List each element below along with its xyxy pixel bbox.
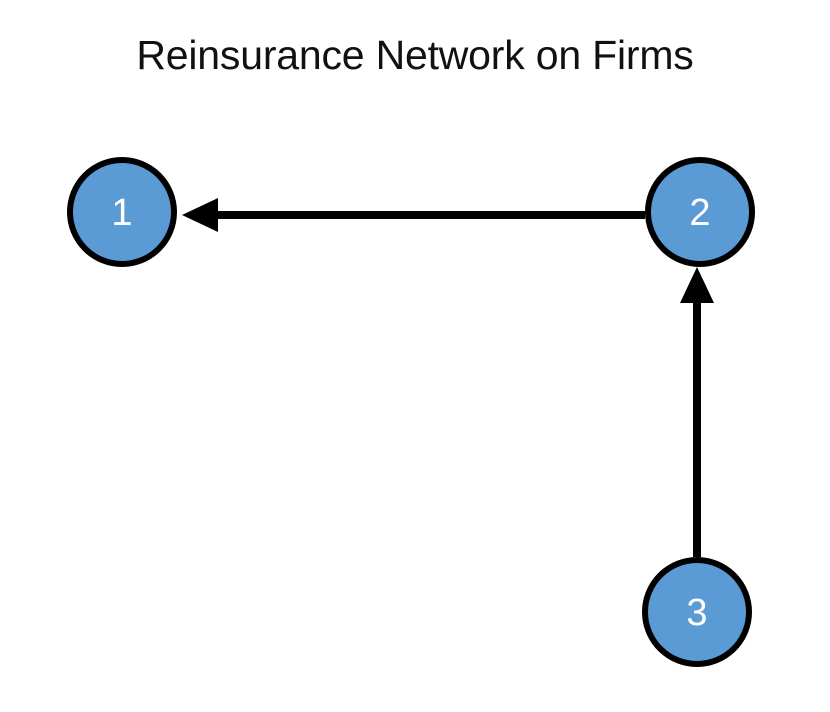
node-3-circle [642,557,752,667]
edge-layer [182,198,714,557]
arrowhead-into-node-2 [680,267,714,303]
node-3[interactable]: 3 [642,557,752,667]
node-2[interactable]: 2 [645,157,755,267]
edge-3-to-2[interactable] [680,267,714,557]
node-2-circle [645,157,755,267]
arrowhead-into-node-1 [182,198,218,232]
node-1-circle [67,157,177,267]
page-title: Reinsurance Network on Firms [136,32,694,78]
edge-2-to-1[interactable] [182,198,645,232]
node-1[interactable]: 1 [67,157,177,267]
node-layer: 1 2 3 [67,157,755,667]
